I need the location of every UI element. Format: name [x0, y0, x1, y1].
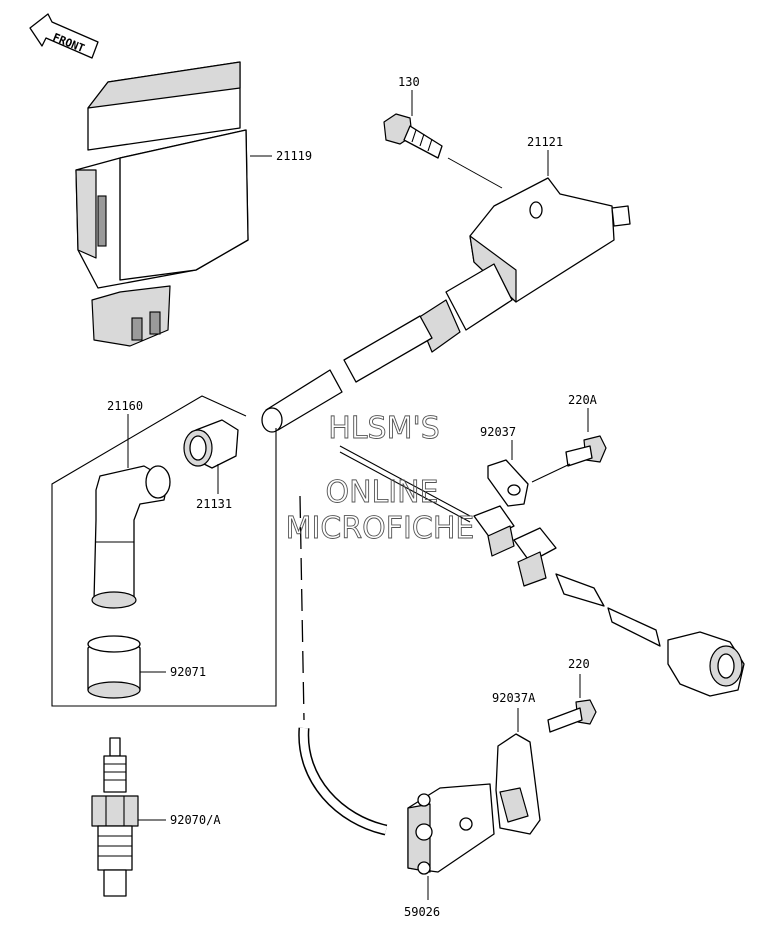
watermark: HLSM'S ONLINE MICROFICHE [285, 411, 475, 547]
plug-cap-kit-box [51, 395, 277, 707]
sensor-wire [295, 437, 471, 836]
part-labels: 21119 130 21121 21160 21131 92037 220A 9… [107, 75, 598, 919]
label-bolt: 130 [398, 75, 420, 89]
label-sensor: 59026 [404, 905, 440, 919]
plug-cap [91, 465, 171, 609]
front-arrow: FRONT [29, 13, 99, 59]
ignition-coil [261, 177, 631, 433]
label-ignition-coil: 21121 [527, 135, 563, 149]
label-cap-seal: 21131 [196, 497, 232, 511]
label-cover: 92071 [170, 665, 206, 679]
pickup-sensor [407, 783, 495, 875]
label-bolt-220A: 220A [568, 393, 598, 407]
bolt-220A [565, 435, 607, 467]
cap-seal [183, 419, 239, 469]
label-bracket-92037A: 92037A [492, 691, 536, 705]
watermark-line-1: HLSM'S [328, 411, 440, 446]
label-bracket-92037: 92037 [480, 425, 516, 439]
igniter-unit [75, 61, 249, 347]
connector-harness [473, 505, 745, 697]
bolt-130 [383, 113, 443, 159]
watermark-line-2: ONLINE [325, 475, 438, 510]
bracket-92037A [495, 733, 541, 835]
watermark-line-3: MICROFICHE [286, 511, 475, 546]
spark-plug [91, 737, 139, 897]
label-spark-plug: 92070/A [170, 813, 221, 827]
plug-cover [87, 635, 141, 699]
leader-lines [127, 90, 589, 900]
label-plug-cap-kit: 21160 [107, 399, 143, 413]
bolt-220 [547, 699, 597, 733]
bracket-92037 [487, 459, 529, 507]
label-igniter: 21119 [276, 149, 312, 163]
label-bolt-220: 220 [568, 657, 590, 671]
